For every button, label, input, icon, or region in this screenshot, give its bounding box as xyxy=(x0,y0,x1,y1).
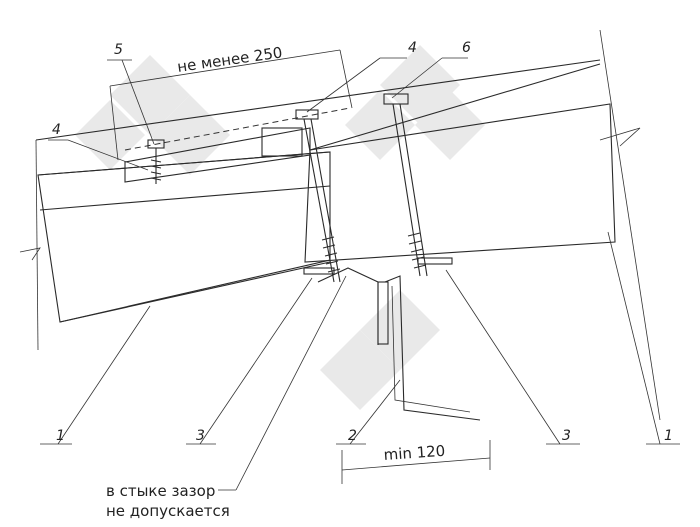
dimension-bottom: min 120 xyxy=(341,440,491,484)
callout-3-left: 3 xyxy=(196,428,205,444)
fastener-right xyxy=(383,93,453,277)
callout-4-left: 4 xyxy=(52,122,61,138)
overlap-flashing xyxy=(124,107,351,183)
watermark-diamonds xyxy=(75,45,485,410)
dimension-top-label: не менее 250 xyxy=(176,43,283,76)
note-line-1: в стыке зазор xyxy=(106,482,215,500)
fastener-left xyxy=(295,109,341,283)
note-line-2: не допускается xyxy=(106,502,230,520)
fasteners xyxy=(147,93,453,283)
callout-5: 5 xyxy=(114,42,123,58)
callout-6: 6 xyxy=(462,40,471,56)
callout-3-right: 3 xyxy=(562,428,571,444)
panel-edges xyxy=(19,29,661,421)
callout-numbers: 5 4 6 4 1 3 2 3 1 xyxy=(52,40,673,444)
callout-1-right: 1 xyxy=(664,428,673,444)
left-sandwich-panel xyxy=(37,151,331,323)
callout-1-left: 1 xyxy=(56,428,65,444)
right-sandwich-panel xyxy=(304,63,616,263)
gap-note: в стыке зазор не допускается xyxy=(106,482,230,520)
dimension-bottom-label: min 120 xyxy=(383,442,446,464)
callout-2: 2 xyxy=(348,428,357,444)
fastener-5 xyxy=(147,139,165,184)
callout-4-top: 4 xyxy=(408,40,417,56)
leader-lines xyxy=(40,57,680,491)
